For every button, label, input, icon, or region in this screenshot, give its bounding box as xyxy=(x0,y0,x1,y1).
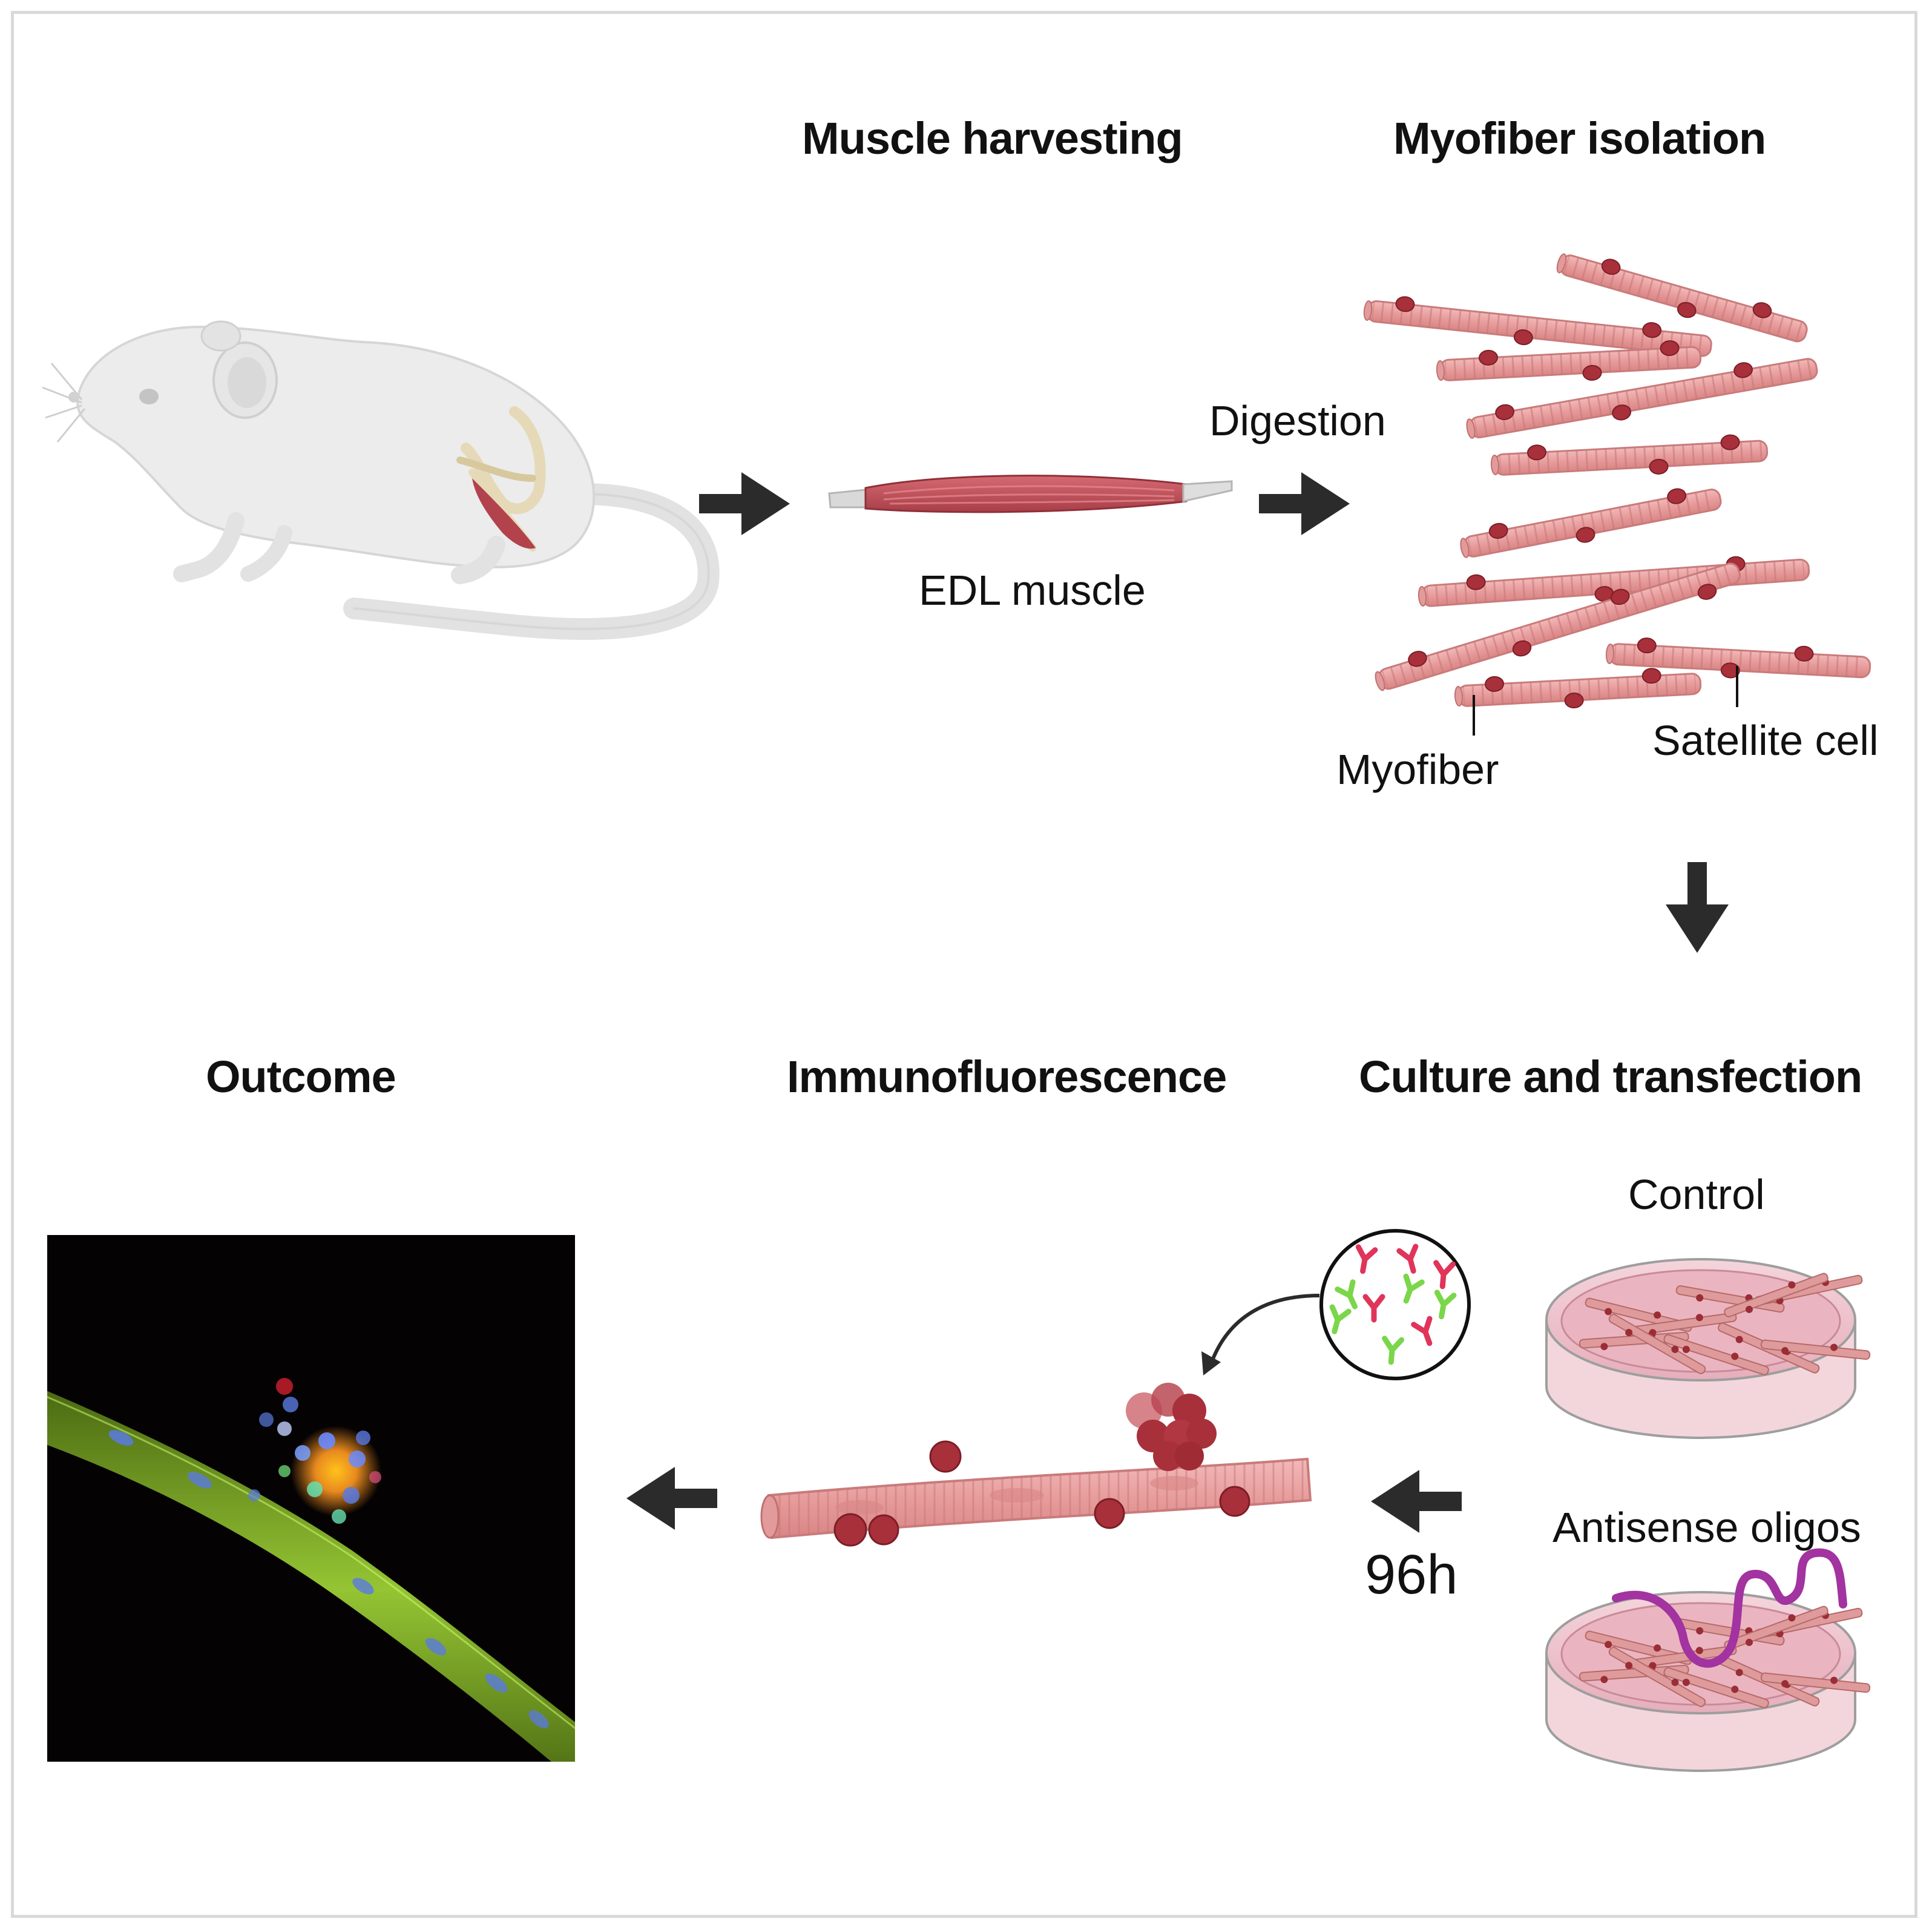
arrow-culture xyxy=(1666,862,1729,953)
label-control: Control xyxy=(1628,1171,1765,1218)
myofiber-5 xyxy=(1460,488,1722,558)
label-antisense-oligos: Antisense oligos xyxy=(1552,1504,1861,1551)
myofiber-4 xyxy=(1490,434,1769,476)
satellite-cell xyxy=(1488,522,1508,539)
antisense-oligo-icon xyxy=(1612,1548,1847,1668)
arrow-outcome xyxy=(626,1467,717,1530)
satellite-cell xyxy=(1576,527,1595,543)
satellite-cell xyxy=(1677,301,1697,318)
satellite-cell xyxy=(1641,668,1661,684)
satellite-cell xyxy=(1642,322,1662,338)
label-digestion: Digestion xyxy=(1209,397,1386,444)
satellite-cell xyxy=(1610,588,1630,605)
myofiber-bundle-icon xyxy=(1363,253,1871,709)
satellite-cell xyxy=(1794,645,1814,662)
label-duration: 96h xyxy=(1365,1544,1458,1606)
satellite-cell xyxy=(1582,364,1602,381)
satellite-cell xyxy=(1564,693,1584,709)
myofiber-9 xyxy=(1454,668,1702,709)
satellite-cell xyxy=(1697,584,1717,600)
satellite-cell xyxy=(1733,362,1753,378)
arrow-incubation xyxy=(1371,1470,1462,1533)
satellite-cell xyxy=(1612,404,1632,421)
label-myofiber: Myofiber xyxy=(1336,746,1499,793)
step-culture-transfection: Culture and transfection xyxy=(1359,1052,1862,1102)
arrow-harvest xyxy=(699,472,790,535)
myofiber-1 xyxy=(1556,253,1808,343)
satellite-cell xyxy=(1527,444,1547,461)
label-satellite-cell: Satellite cell xyxy=(1652,717,1879,764)
step-myofiber-isolation: Myofiber isolation xyxy=(1393,113,1766,163)
satellite-cell xyxy=(1720,434,1740,450)
antibody-icon xyxy=(1201,1229,1471,1380)
petri-dish-antisense-icon xyxy=(1545,1548,1871,1772)
myofiber-8 xyxy=(1605,637,1871,679)
satellite-cell xyxy=(1466,574,1486,590)
myofiber-7 xyxy=(1375,562,1741,691)
satellite-cell xyxy=(1495,404,1515,420)
step-immunofluorescence: Immunofluorescence xyxy=(787,1052,1227,1102)
satellite-cell xyxy=(1649,458,1669,475)
satellite-cell xyxy=(1485,676,1505,692)
arrow-digestion xyxy=(1259,472,1350,535)
label-edl-muscle: EDL muscle xyxy=(919,567,1146,614)
satellite-cell xyxy=(1660,340,1680,357)
step-muscle-harvesting: Muscle harvesting xyxy=(802,113,1183,163)
satellite-cell xyxy=(1720,662,1740,679)
myofiber-2 xyxy=(1436,340,1702,381)
satellite-cell xyxy=(1408,650,1427,667)
satellite-cell xyxy=(1479,349,1498,366)
satellite-cell xyxy=(1512,640,1532,657)
petri-dish-icon xyxy=(1545,1258,1871,1439)
satellite-cell xyxy=(1601,259,1621,275)
satellite-cell xyxy=(1395,296,1415,312)
step-outcome: Outcome xyxy=(206,1052,396,1102)
satellite-cell xyxy=(1637,637,1657,654)
single-myofiber-icon xyxy=(760,1383,1312,1547)
myofiber-3 xyxy=(1466,358,1818,439)
edl-muscle-icon xyxy=(828,475,1233,513)
myofiber-0 xyxy=(1363,296,1712,357)
satellite-cell xyxy=(1752,302,1772,318)
satellite-cell xyxy=(1667,488,1687,504)
mouse-icon xyxy=(42,320,720,640)
satellite-cell xyxy=(1513,329,1533,346)
fluorescence-image xyxy=(47,1235,575,1762)
